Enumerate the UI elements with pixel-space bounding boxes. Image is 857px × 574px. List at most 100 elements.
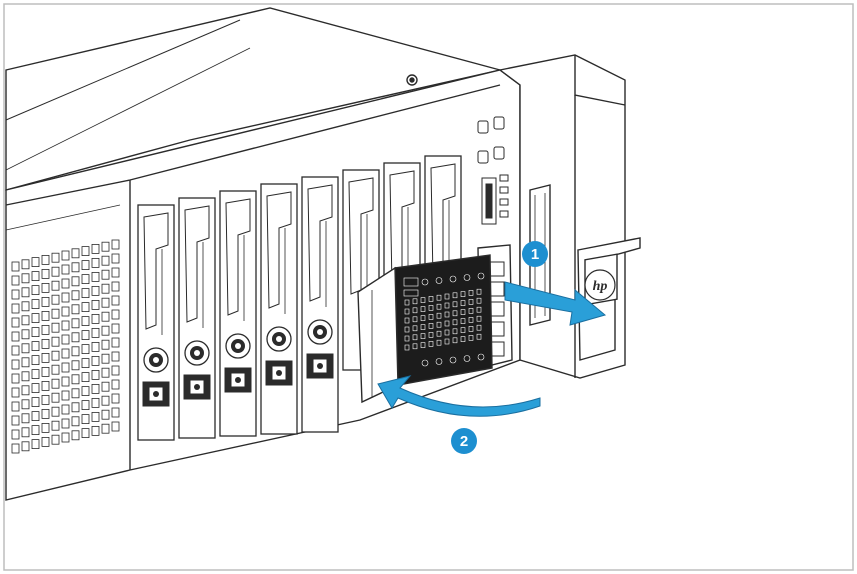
vent-hole [81,260,90,271]
vent-hole [111,281,120,292]
vent-hole [31,397,40,408]
led [436,294,442,301]
vent-hole [91,313,100,324]
vent-hole [101,423,110,434]
vent-hole [91,425,100,436]
vent-hole [111,239,120,250]
led [460,309,466,315]
vent-hole [81,316,90,327]
vent-hole [51,280,60,291]
vent-hole [11,387,20,398]
led [468,299,474,305]
led [476,324,482,331]
led [404,344,410,351]
hp-logo-icon: hp [584,269,616,301]
vent-hole [31,369,40,380]
vent-hole [81,400,90,411]
vent-hole [91,369,100,380]
pull-arrow [504,281,607,326]
step-2-callout: 2 [451,428,477,454]
vent-hole [21,371,30,382]
led [412,298,418,305]
front-buttons [477,116,509,225]
vent-hole [71,346,80,357]
vent-hole [51,378,60,389]
drive-bay-icon[interactable] [219,190,257,437]
drive-bay-icon[interactable] [137,204,175,441]
step-1-callout: 1 [522,241,548,267]
vent-hole [101,353,110,364]
vent-hole [61,264,70,275]
led [452,337,458,344]
vent-hole [11,317,20,328]
vent-hole [111,267,120,278]
vent-hole [61,390,70,401]
vent-hole [101,367,110,378]
vent-hole [81,428,90,439]
vent-hole [111,337,120,348]
vent-hole [101,325,110,336]
led [452,292,458,299]
vent-hole [41,254,50,265]
vent-hole [51,350,60,361]
diagnostic-panel-icon [357,244,513,404]
vent-hole [41,338,50,349]
vent-hole [41,408,50,419]
led [444,320,450,327]
vent-hole [51,392,60,403]
vent-hole [21,273,30,284]
vent-hole [81,386,90,397]
vent-hole [111,309,120,320]
led [452,328,458,335]
vent-hole [11,359,20,370]
led [452,319,458,326]
vent-hole [41,324,50,335]
vent-hole [61,320,70,331]
led [420,333,426,339]
vent-hole [31,411,40,422]
vent-hole [21,413,30,424]
vent-hole [31,271,40,282]
vent-hole [61,362,70,373]
vent-hole [61,334,70,345]
vent-hole [51,308,60,319]
vent-hole [51,420,60,431]
vent-hole [51,252,60,263]
vent-hole [111,393,120,404]
vent-hole [71,290,80,301]
drive-bay-icon[interactable] [260,183,298,435]
vent-hole [41,394,50,405]
led [428,323,434,329]
vent-hole [101,269,110,280]
vent-hole [11,415,20,426]
vent-hole [31,341,40,352]
vent-hole [91,257,100,268]
vent-hole [41,296,50,307]
led [444,293,450,300]
vent-hole [101,395,110,406]
vent-hole [31,327,40,338]
vent-hole [31,355,40,366]
vent-hole [31,299,40,310]
ventilation-grid [11,239,120,454]
led [460,327,466,333]
vent-hole [21,259,30,270]
led [404,299,410,306]
drive-bay-icon[interactable] [301,176,339,433]
led [468,335,474,341]
vent-hole [41,268,50,279]
led [412,343,418,350]
vent-hole [71,262,80,273]
vent-hole [101,381,110,392]
vent-hole [91,411,100,422]
vent-hole [101,311,110,322]
vent-hole [101,409,110,420]
vent-hole [31,425,40,436]
vent-hole [91,299,100,310]
vent-hole [81,246,90,257]
vent-hole [51,434,60,445]
vent-hole [21,427,30,438]
drive-bay-icon[interactable] [178,197,216,439]
vent-hole [111,351,120,362]
led [436,312,442,319]
